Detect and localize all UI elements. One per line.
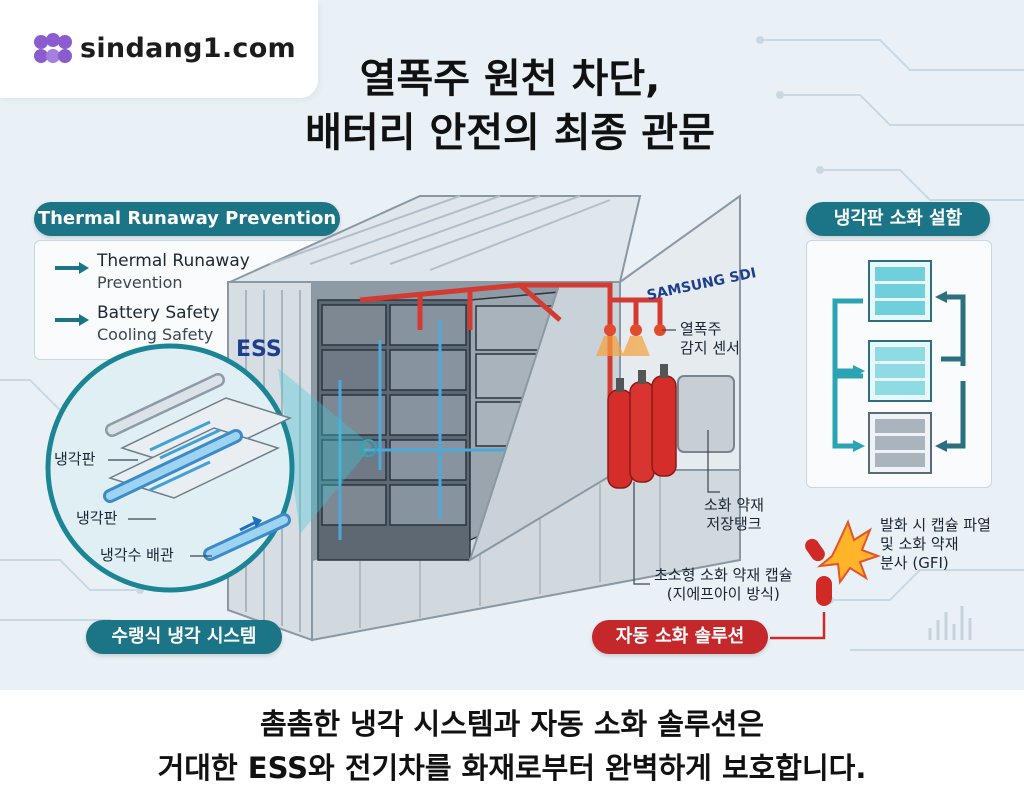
footer-caption-area: 촘촘한 냉각 시스템과 자동 소화 솔루션은 거대한 ESS와 전기차를 화재로…: [0, 690, 1024, 801]
mini-capsule-line-1: 초소형 소화 약재 캡슐: [654, 566, 793, 584]
capsule-burst-line-2: 및 소화 약재: [880, 535, 959, 553]
cooling-plate-stack-diagram: [832, 260, 966, 474]
logo-area[interactable]: sindang1.com: [0, 0, 318, 98]
legend-item-2-title: Battery Safety: [97, 303, 220, 323]
sensor-nozzles: [604, 324, 666, 336]
title-line-2: 배터리 안전의 최종 관문: [305, 110, 715, 156]
agent-tank-line-1: 소화 약재: [704, 496, 764, 514]
fire-extinguisher-tanks: [607, 364, 677, 489]
control-box: [677, 375, 735, 453]
legend-item-2-sub: Cooling Safety: [97, 325, 214, 344]
left-panel-header: Thermal Runaway Prevention: [34, 202, 340, 236]
plate-group-1: [868, 260, 932, 322]
thermal-sensor-line-1: 열폭주: [680, 320, 722, 338]
footer-line-2: 거대한 ESS와 전기차를 화재로부터 완벽하게 보호합니다.: [157, 751, 867, 785]
title-line-1: 열폭주 원천 차단,: [359, 56, 661, 102]
auto-fire-badge: 자동 소화 솔루션: [592, 620, 768, 654]
ess-container-illustration: ESS SAMSUNG SDI: [45, 194, 881, 642]
page-title: 열폭주 원천 차단, 배터리 안전의 최종 관문: [250, 52, 770, 160]
site-name: sindang1.com: [80, 33, 296, 64]
capsule-burst-icon: [805, 519, 881, 606]
legend-item-1-title: Thermal Runaway: [97, 251, 250, 271]
coolant-pipe-label: 냉각수 배관: [100, 546, 174, 564]
plate-group-2: [868, 340, 932, 402]
cooling-plate-label-1: 냉각판: [54, 450, 96, 468]
mini-capsule-line-2: (지에프아이 방식): [666, 585, 780, 603]
footer-line-1: 촘촘한 냉각 시스템과 자동 소화 솔루션은: [259, 707, 765, 741]
agent-tank-label: 소화 약재 저장탱크: [704, 496, 764, 534]
arrow-right-icon: [55, 314, 89, 326]
capsule-burst-line-1: 발화 시 캡슐 파열: [880, 516, 991, 534]
arrow-right-icon: [55, 262, 89, 274]
magnifier-beam: [278, 368, 372, 534]
callout-leaders: [108, 329, 720, 585]
plate-group-3: [868, 412, 932, 474]
water-cooling-badge: 수랭식 냉각 시스템: [86, 620, 282, 654]
cooling-plate-label-2: 냉각판: [76, 509, 118, 527]
mini-capsule-label: 초소형 소화 약재 캡슐 (지에프아이 방식): [654, 566, 793, 604]
grape-cluster-icon: [34, 33, 72, 63]
thermal-sensor-line-2: 감지 센서: [680, 339, 740, 357]
thermal-sensor-label: 열폭주 감지 센서: [680, 320, 740, 358]
capsule-burst-line-3: 분사 (GFI): [880, 554, 949, 572]
footer-caption: 촘촘한 냉각 시스템과 자동 소화 솔루션은 거대한 ESS와 전기차를 화재로…: [0, 702, 1024, 790]
ess-label: ESS: [236, 337, 282, 362]
flow-arrow-left-top: [832, 298, 863, 374]
legend-item-1-sub: Prevention: [97, 273, 183, 292]
right-panel-header: 냉각판 소화 설함: [806, 202, 990, 236]
capsule-burst-label: 발화 시 캡슐 파열 및 소화 약재 분사 (GFI): [880, 516, 991, 573]
cooling-plate-stack-panel: [806, 240, 992, 488]
flow-arrow-left-bottom: [832, 373, 863, 449]
cooling-plate-cutaway: [103, 373, 293, 561]
agent-tank-line-2: 저장탱크: [706, 515, 762, 533]
